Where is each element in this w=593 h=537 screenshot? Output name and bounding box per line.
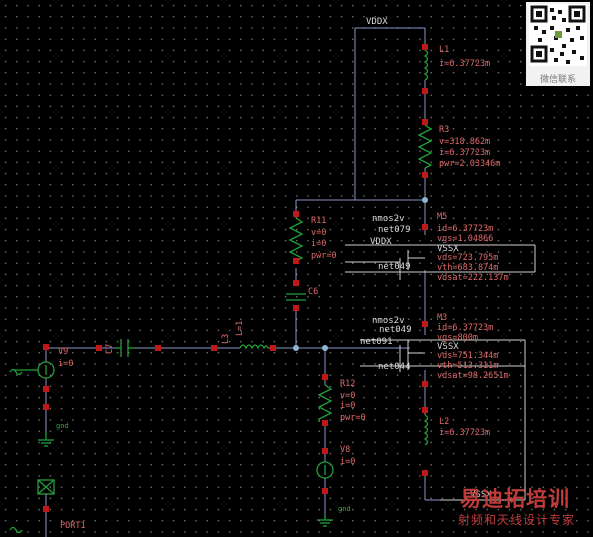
m5-id: id=6.37723m [437,224,493,234]
r12-voltage: v=0 [340,391,355,401]
c7-name: C7 [105,344,115,354]
l3-label: L=1 [235,321,245,336]
port1-name: PORT1 [60,521,86,531]
r11-power: pwr=0 [311,251,337,261]
l2-inductor-icon[interactable] [423,414,429,446]
c7-capacitor-icon[interactable] [115,339,135,357]
net-label-vddx: VDDX [366,17,388,27]
junction-dots [293,197,428,351]
gnd-label: gnd [338,505,351,513]
watermark-title: 易迪拓培训 [460,487,570,511]
qr-code-icon [529,4,587,66]
l3-name: L3 [221,334,231,344]
r12-current: i=0 [340,401,355,411]
r12-name: R12 [340,379,355,389]
ground-icon [38,432,54,447]
m3-vth: vth=513.311m [437,361,498,371]
m5-name: M5 [437,212,447,222]
r11-name: R11 [311,216,326,226]
watermark: 易迪拓培训 射频和天线设计专家 [452,483,592,537]
net-label-vssx: VSSX [437,244,459,254]
m3-model: nmos2v [372,316,405,326]
r3-power: pwr=2.03346m [439,159,500,169]
port1-icon[interactable] [9,479,55,537]
net-label-net044: net044 [378,362,411,372]
m3-vdsat: vdsat=98.2651m [437,371,509,381]
l2-name: L2 [439,417,449,427]
r11-resistor-icon[interactable] [288,217,304,262]
m3-vds: vds=751.344m [437,351,498,361]
r3-current: i=6.37723m [439,148,490,158]
l2-current: i=6.37723m [439,428,490,438]
net-label-net091: net091 [360,337,393,347]
c6-capacitor-icon[interactable] [286,293,306,301]
l1-inductor-icon[interactable] [423,49,429,81]
m5-symbol-lines [345,244,536,280]
watermark-subtitle: 射频和天线设计专家 [458,513,576,527]
m5-vdsat: vdsat=222.137m [437,273,509,283]
r3-name: R3 [439,125,449,135]
v9-current: i=0 [58,359,73,369]
r3-resistor-icon[interactable] [417,124,433,169]
v9-name: V9 [58,347,68,357]
m3-symbol-lines [360,339,526,501]
pins [43,44,428,512]
net-label-vssx: VSSX [437,342,459,352]
v8-source-icon[interactable] [316,461,334,479]
r12-resistor-icon[interactable] [317,384,333,422]
v8-name: V8 [340,445,350,455]
v8-current: i=0 [340,457,355,467]
r11-voltage: v=0 [311,228,326,238]
m3-name: M3 [437,313,447,323]
m3-id: id=6.37723m [437,323,493,333]
qr-code-panel: 微信联系 [526,2,590,86]
net-label-net049: net049 [378,262,411,272]
qr-caption: 微信联系 [539,75,576,85]
gnd-label: gnd [56,422,69,430]
c6-name: C6 [308,287,318,297]
v9-source-icon[interactable] [9,361,55,379]
net-label-vssx: VSSX [470,490,492,500]
l1-current: i=6.37723m [439,59,490,69]
m5-vth: vth=683.874m [437,263,498,273]
r12-power: pwr=0 [340,413,366,423]
net-label-net079: net079 [378,225,411,235]
net-label-vddx: VDDX [370,237,392,247]
net-label-net049: net049 [379,325,412,335]
l1-name: L1 [439,45,449,55]
r3-voltage: v=318.862m [439,137,490,147]
m3-vgs: vgs=800m [437,333,478,343]
l3-inductor-icon[interactable] [239,344,269,350]
m5-model: nmos2v [372,214,405,224]
r11-current: i=0 [311,239,326,249]
ground-icon [317,515,333,527]
m5-vgs: vgs=1.04866 [437,234,493,244]
m5-vds: vds=723.795m [437,253,498,263]
